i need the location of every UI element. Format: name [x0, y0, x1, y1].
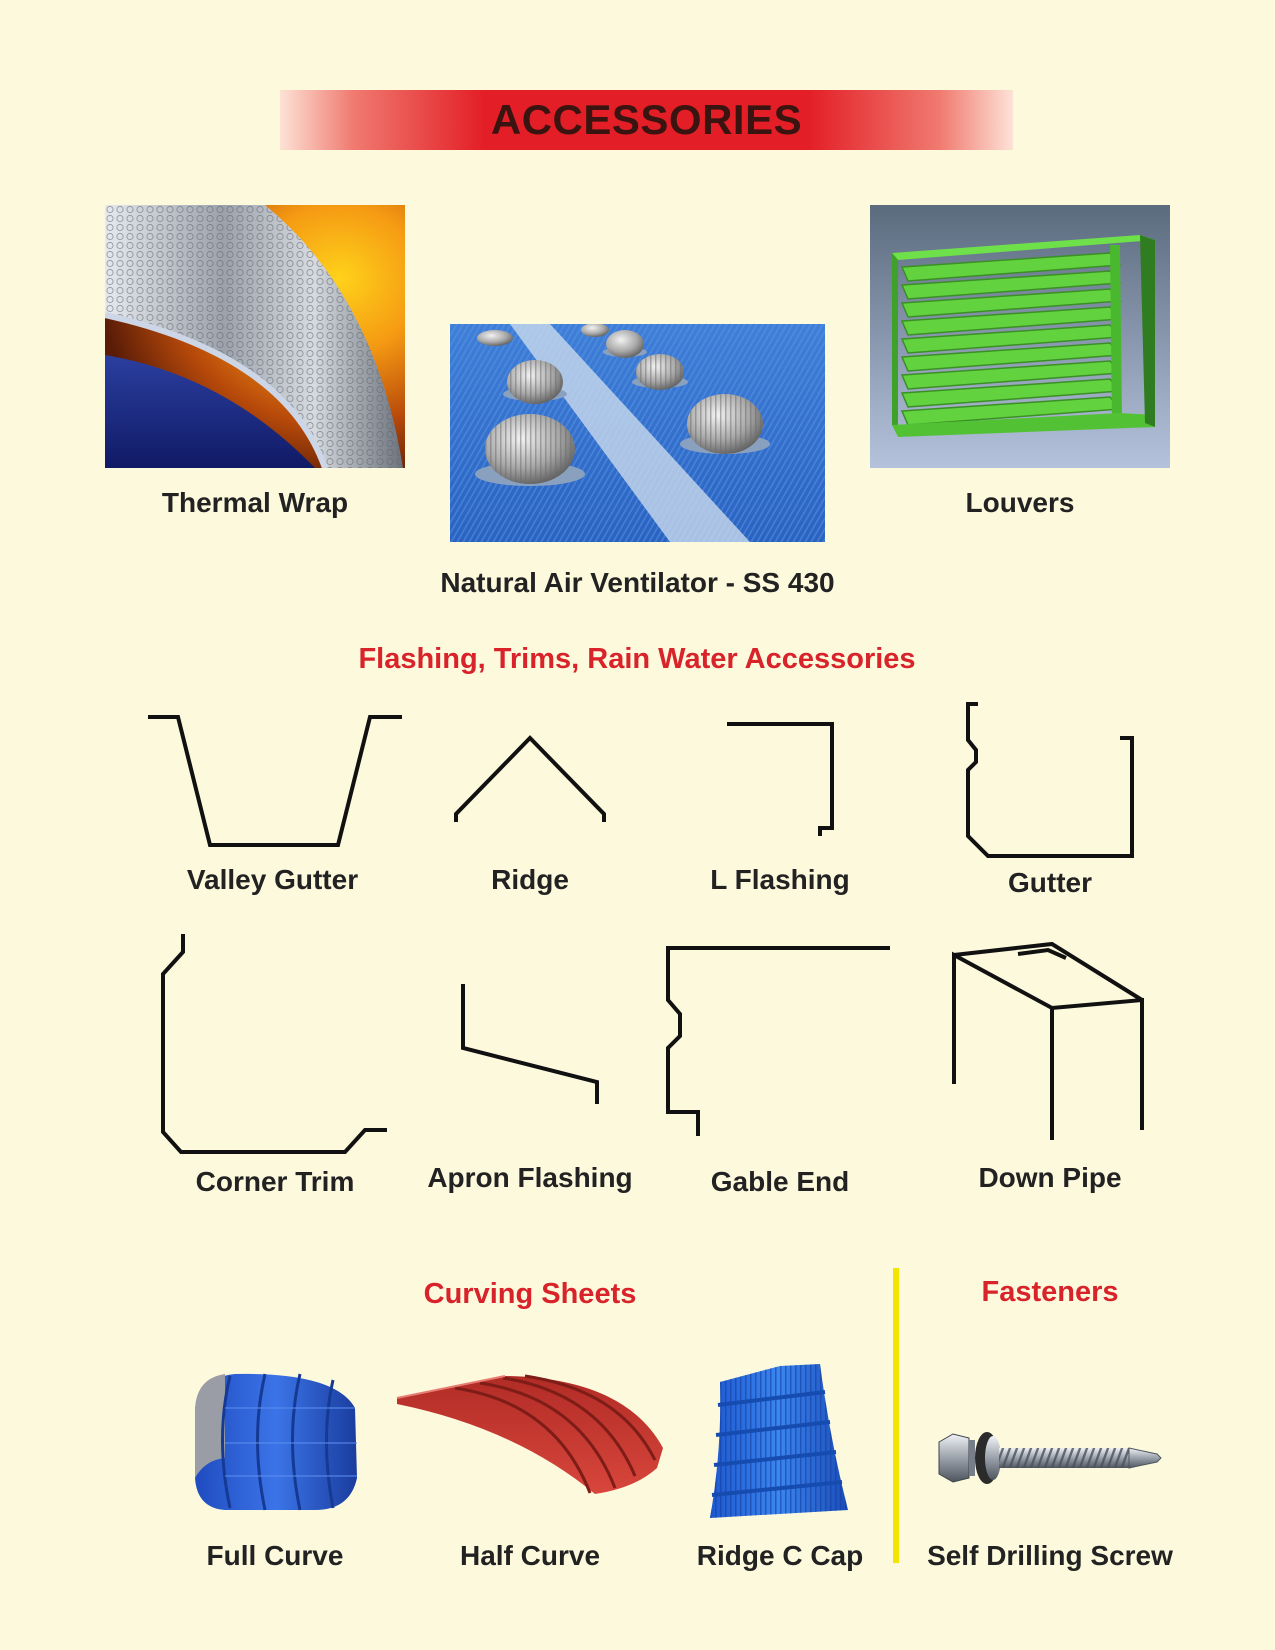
louvers-image [870, 205, 1170, 468]
ridge-c-cap-image [710, 1364, 848, 1518]
title-banner: ACCESSORIES [280, 90, 1013, 150]
l-flashing-icon [727, 722, 834, 836]
flashing-item-l-flashing: L Flashing [710, 864, 850, 895]
curving-item-half-curve: Half Curve [459, 1540, 601, 1571]
ridge-icon [454, 735, 606, 822]
thermal-wrap-label: Thermal Wrap [161, 487, 349, 518]
gable-end-icon [666, 946, 890, 1136]
thermal-wrap-image [105, 205, 405, 468]
flashing-item-gable-end: Gable End [710, 1166, 850, 1197]
flashing-item-ridge: Ridge [491, 864, 569, 895]
ventilator-image [450, 324, 825, 542]
apron-flashing-icon [461, 984, 599, 1104]
curving-section-title: Curving Sheets [423, 1278, 637, 1310]
down-pipe-icon [952, 941, 1144, 1140]
full-curve-image [195, 1373, 357, 1511]
flashing-section-title: Flashing, Trims, Rain Water Accessories [358, 643, 916, 675]
flashing-item-corner-trim: Corner Trim [195, 1166, 355, 1197]
flashing-item-down-pipe: Down Pipe [978, 1162, 1122, 1193]
ventilator-label: Natural Air Ventilator - SS 430 [440, 567, 835, 598]
self-drilling-screw-image [938, 1432, 1162, 1484]
page-title: ACCESSORIES [490, 96, 803, 143]
fastener-item-self-drilling-screw: Self Drilling Screw [927, 1540, 1173, 1571]
corner-trim-icon [161, 934, 387, 1154]
curving-item-full-curve: Full Curve [206, 1540, 344, 1571]
flashing-item-valley-gutter: Valley Gutter [186, 864, 359, 895]
section-divider [893, 1268, 899, 1563]
valley-gutter-icon [148, 715, 402, 847]
curving-item-ridge-c-cap: Ridge C Cap [696, 1540, 864, 1571]
flashing-item-apron-flashing: Apron Flashing [427, 1162, 633, 1193]
gutter-icon [966, 702, 1134, 858]
fasteners-section-title: Fasteners [981, 1276, 1119, 1308]
half-curve-image [396, 1374, 663, 1494]
louvers-label: Louvers [965, 487, 1075, 518]
flashing-item-gutter: Gutter [1008, 867, 1092, 898]
